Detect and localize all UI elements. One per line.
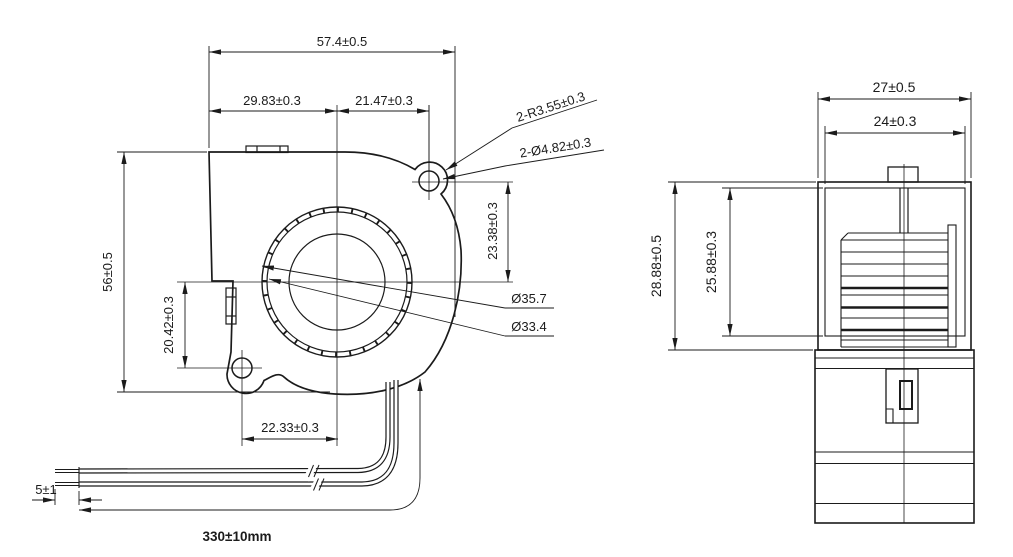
- lead-wires: [55, 380, 399, 496]
- side-body-inner: [824, 187, 966, 337]
- side-view: [668, 92, 975, 524]
- wire-1-outline: [78, 382, 391, 474]
- dim-hole-below-center: 20.42±0.3: [161, 296, 176, 354]
- dim-wire-length: 330±10mm: [203, 529, 272, 544]
- motor-stack: [840, 188, 957, 348]
- dim-side-inner-height: 25.88±0.3: [703, 231, 719, 293]
- left-clip-tab: [225, 287, 237, 325]
- dim-hole-left-of-center: 22.33±0.3: [261, 420, 319, 435]
- front-dimensions: [32, 46, 605, 513]
- mount-hole-bottom-left: [231, 357, 253, 379]
- scroll-housing-outline: [208, 151, 463, 396]
- top-tab: [245, 145, 289, 154]
- label-outer-ring-dia: Ø35.7: [511, 291, 546, 306]
- dim-side-total-height: 28.88±0.5: [648, 235, 664, 297]
- dim-side-total-depth: 27±0.5: [873, 79, 916, 95]
- dim-strip-length: 5±1: [35, 482, 57, 497]
- dim-side-inner-depth: 24±0.3: [874, 113, 917, 129]
- front-view: [32, 46, 605, 513]
- dim-front-total-width: 57.4±0.5: [317, 34, 368, 49]
- intake-opening: [288, 233, 386, 331]
- dimension-labels: 57.4±0.5 29.83±0.3 21.47±0.3 56±0.5 20.4…: [35, 34, 916, 544]
- dim-front-left-width: 29.83±0.3: [243, 93, 301, 108]
- dim-front-total-height: 56±0.5: [100, 252, 115, 292]
- side-dimensions: [668, 92, 972, 351]
- label-inner-ring-dia: Ø33.4: [511, 319, 546, 334]
- side-top-tab: [887, 166, 919, 183]
- stripped-wire-ends: [55, 467, 80, 488]
- latch-detail: [885, 368, 919, 424]
- impeller-tick-ring: [262, 207, 412, 357]
- outlet-block: [814, 349, 975, 524]
- dim-front-right-width: 21.47±0.3: [355, 93, 413, 108]
- label-mount-hole-dia: 2-Ø4.82±0.3: [518, 135, 592, 161]
- dim-hole-above-center: 23.38±0.3: [485, 202, 500, 260]
